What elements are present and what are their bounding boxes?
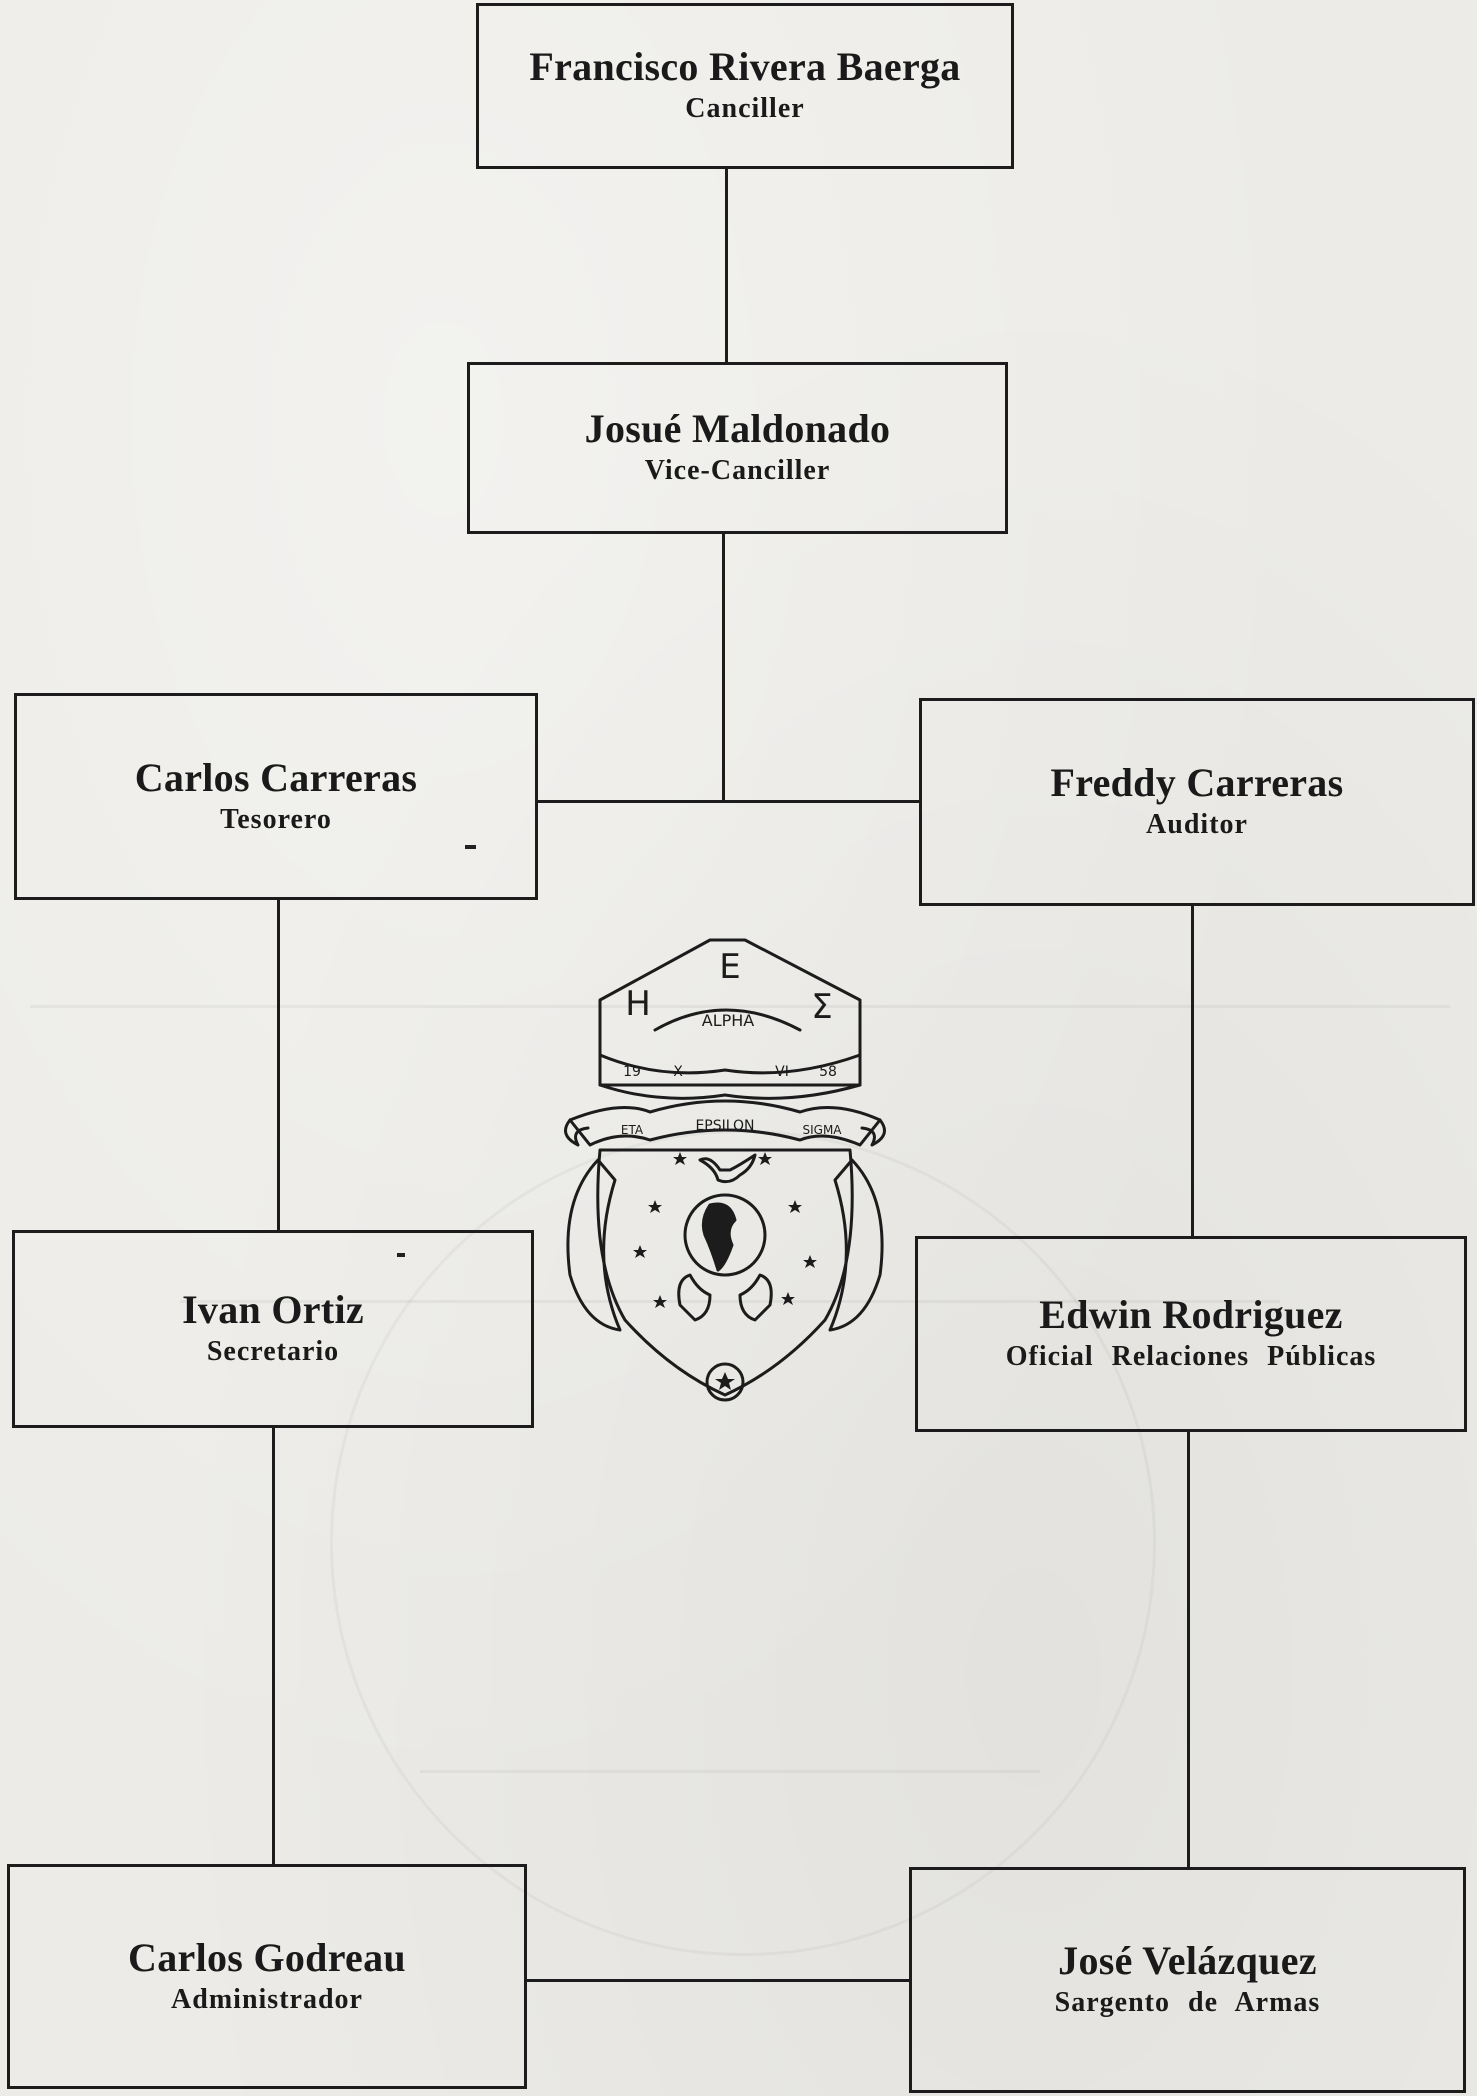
star-icon xyxy=(653,1295,667,1308)
bleed-through-line xyxy=(180,1300,1280,1303)
crest-bottom-circle xyxy=(705,1362,745,1402)
crest-date-ribbon xyxy=(598,1053,862,1100)
node-relaciones-publicas: Edwin Rodriguez Oficial Relaciones Públi… xyxy=(915,1236,1467,1432)
crest-date-left: 19 xyxy=(623,1064,641,1080)
crest-shield xyxy=(596,1148,854,1397)
connector-tesorero-secretario xyxy=(277,898,280,1230)
star-icon xyxy=(633,1245,647,1258)
crest-right-hand xyxy=(738,1273,773,1322)
connector-administrador-sargento xyxy=(525,1979,911,1982)
print-speck xyxy=(465,845,476,849)
star-icon xyxy=(781,1292,795,1305)
node-role: Tesorero xyxy=(220,803,332,835)
crest-globe-land xyxy=(701,1202,737,1272)
node-name: José Velázquez xyxy=(1058,1938,1317,1984)
crest-left-mantle xyxy=(566,1158,622,1332)
star-icon xyxy=(715,1372,735,1390)
connector-secretario-administrador xyxy=(272,1428,275,1864)
node-name: Carlos Carreras xyxy=(134,754,418,800)
node-sargento: José Velázquez Sargento de Armas xyxy=(909,1867,1466,2093)
star-icon xyxy=(758,1152,772,1165)
crest-top-banner: ALPHA xyxy=(702,1011,755,1030)
print-speck xyxy=(397,1253,405,1257)
node-name: Carlos Godreau xyxy=(128,1934,406,1980)
node-role: Vice-Canciller xyxy=(644,455,831,487)
node-name: Francisco Rivera Baerga xyxy=(529,44,961,90)
connector-relaciones-sargento xyxy=(1187,1430,1190,1867)
crest-letter-epsilon: E xyxy=(719,947,740,987)
crest-date-right: 58 xyxy=(819,1064,837,1080)
crest-dove xyxy=(698,1153,757,1184)
node-administrador: Carlos Godreau Administrador xyxy=(7,1864,527,2089)
node-role: Canciller xyxy=(685,93,805,125)
star-icon xyxy=(788,1200,802,1213)
node-role: Sargento de Armas xyxy=(1054,1987,1321,2019)
crest-right-scroll xyxy=(860,1118,886,1147)
star-icon xyxy=(648,1200,662,1213)
crest-date-x: X xyxy=(673,1064,683,1080)
star-icon xyxy=(673,1152,687,1165)
node-name: Edwin Rodriguez xyxy=(1039,1292,1343,1338)
crest-left-scroll xyxy=(564,1118,590,1147)
connector-auditor-relaciones xyxy=(1191,904,1194,1236)
node-role: Oficial Relaciones Públicas xyxy=(1005,1341,1377,1373)
node-role: Administrador xyxy=(171,1983,363,2015)
node-auditor: Freddy Carreras Auditor xyxy=(919,698,1475,906)
node-canciller: Francisco Rivera Baerga Canciller xyxy=(476,3,1014,169)
node-vice-canciller: Josué Maldonado Vice-Canciller xyxy=(467,362,1008,534)
crest-banner-left: ETA xyxy=(621,1123,644,1137)
crest-banner-right: SIGMA xyxy=(802,1123,842,1137)
node-role: Auditor xyxy=(1146,809,1248,841)
crest-letter-eta: H xyxy=(625,984,651,1024)
bleed-through-line xyxy=(420,1770,1040,1773)
crest-date-vi: VI xyxy=(775,1064,789,1080)
node-name: Freddy Carreras xyxy=(1050,760,1344,806)
crest-globe xyxy=(683,1193,767,1277)
fraternity-crest: H E Σ ALPHA 19 X VI 58 ETA EPSILON SIGMA xyxy=(564,938,886,1402)
crest-left-hand xyxy=(677,1273,712,1322)
bleed-through-line xyxy=(30,1005,1450,1008)
node-name: Ivan Ortiz xyxy=(182,1287,364,1333)
star-icon xyxy=(803,1255,817,1268)
node-role: Secretario xyxy=(206,1336,340,1368)
connector-canciller-vice xyxy=(725,166,728,362)
connector-tesorero-auditor xyxy=(537,800,920,803)
crest-right-mantle xyxy=(828,1158,884,1332)
crest-letter-sigma: Σ xyxy=(811,987,832,1027)
node-name: Josué Maldonado xyxy=(584,406,891,452)
node-tesorero: Carlos Carreras Tesorero xyxy=(14,693,538,900)
node-secretario: Ivan Ortiz Secretario xyxy=(12,1230,534,1428)
connector-vice-down xyxy=(722,534,725,803)
crest-banner-center: EPSILON xyxy=(695,1118,754,1134)
crest-alpha-band xyxy=(653,1008,802,1032)
